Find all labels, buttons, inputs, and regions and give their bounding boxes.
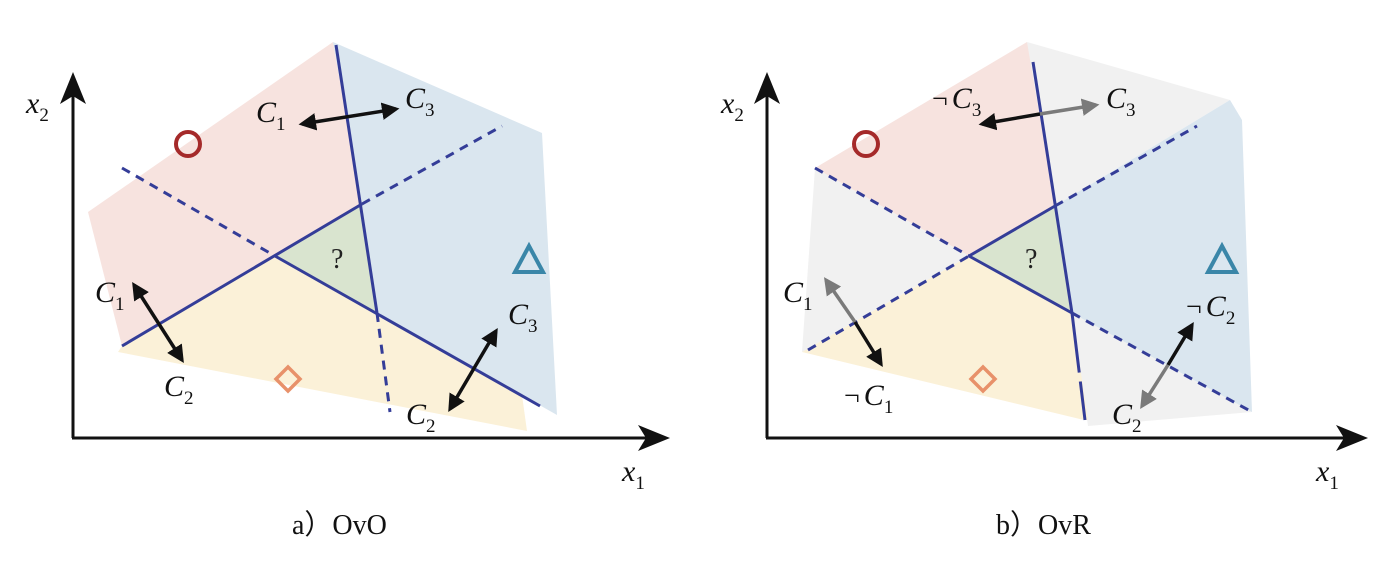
class-label-not-c3: ¬C3 [932,82,981,121]
y-axis-label: x2 [720,87,744,126]
double-arrow [298,102,400,131]
y-axis-label: x2 [25,87,49,126]
unknown-region-label: ? [1025,244,1037,275]
region-circle [88,42,362,346]
circle-icon [852,130,880,158]
diamond-icon [968,364,998,394]
class-label-c1: C1 [95,276,125,315]
arrow-c3 [1039,98,1100,116]
class-label-not-c2: ¬C2 [1186,290,1235,329]
boundary-line [1070,312,1087,421]
double-arrow [132,282,184,363]
panel-caption: a）OvO [292,509,387,541]
boundary-line [1031,61,1074,314]
class-label-c3: C3 [405,82,435,121]
region-gray-bottom [1072,313,1252,426]
class-label-c3: C3 [1106,82,1136,121]
boundary-line [375,312,392,413]
boundary-line [361,124,503,206]
class-label-c2: C2 [1112,398,1142,437]
x-axis-label: x1 [621,455,645,494]
boundary-line [814,166,970,258]
class-label-c3: C3 [508,298,538,337]
class-label-not-c1: ¬C1 [844,379,893,418]
arrow-not-c3 [978,112,1041,131]
unknown-region-label: ? [331,244,343,275]
panel-ovo: x2 x1 ? C1 C3 C1 C2 C3 C2 a）OvO [25,42,670,541]
y-axis-arrowhead [754,72,780,104]
arrow-c2 [1140,364,1170,409]
boundary-line [968,204,1056,258]
arrow-not-c1 [853,321,883,367]
boundary-line [334,44,379,314]
region-unknown [969,206,1072,313]
region-unknown [275,204,377,313]
triangle-icon [511,241,547,274]
class-label-c1: C1 [256,96,286,135]
boundary-line [1054,124,1198,208]
double-arrow [448,327,498,413]
region-gray-top [1027,42,1230,206]
arrow-not-c2 [1166,321,1194,366]
region-circle [815,42,1055,256]
x-axis-label: x1 [1315,455,1339,494]
region-diamond [802,256,1088,420]
panel-caption: b）OvR [996,509,1091,541]
y-axis-arrowhead [60,72,86,104]
boundary-line [121,166,276,258]
region-diamond [118,256,527,431]
boundary-line [968,254,1073,315]
boundary-line [1071,311,1253,414]
triangle-icon [1204,241,1240,274]
class-label-c2: C2 [406,398,436,437]
panel-ovr: x2 x1 ? ¬C3 C3 C1 ¬C1 ¬C2 C2 b）OvR [720,42,1368,541]
circle-icon [174,130,202,158]
arrow-c1 [824,277,857,323]
x-axis-arrowhead [1336,425,1368,451]
x-axis-arrowhead [638,425,670,451]
region-triangle [333,42,557,415]
class-label-c1: C1 [783,276,813,315]
diamond-icon [273,364,303,394]
class-label-c2: C2 [164,370,194,409]
